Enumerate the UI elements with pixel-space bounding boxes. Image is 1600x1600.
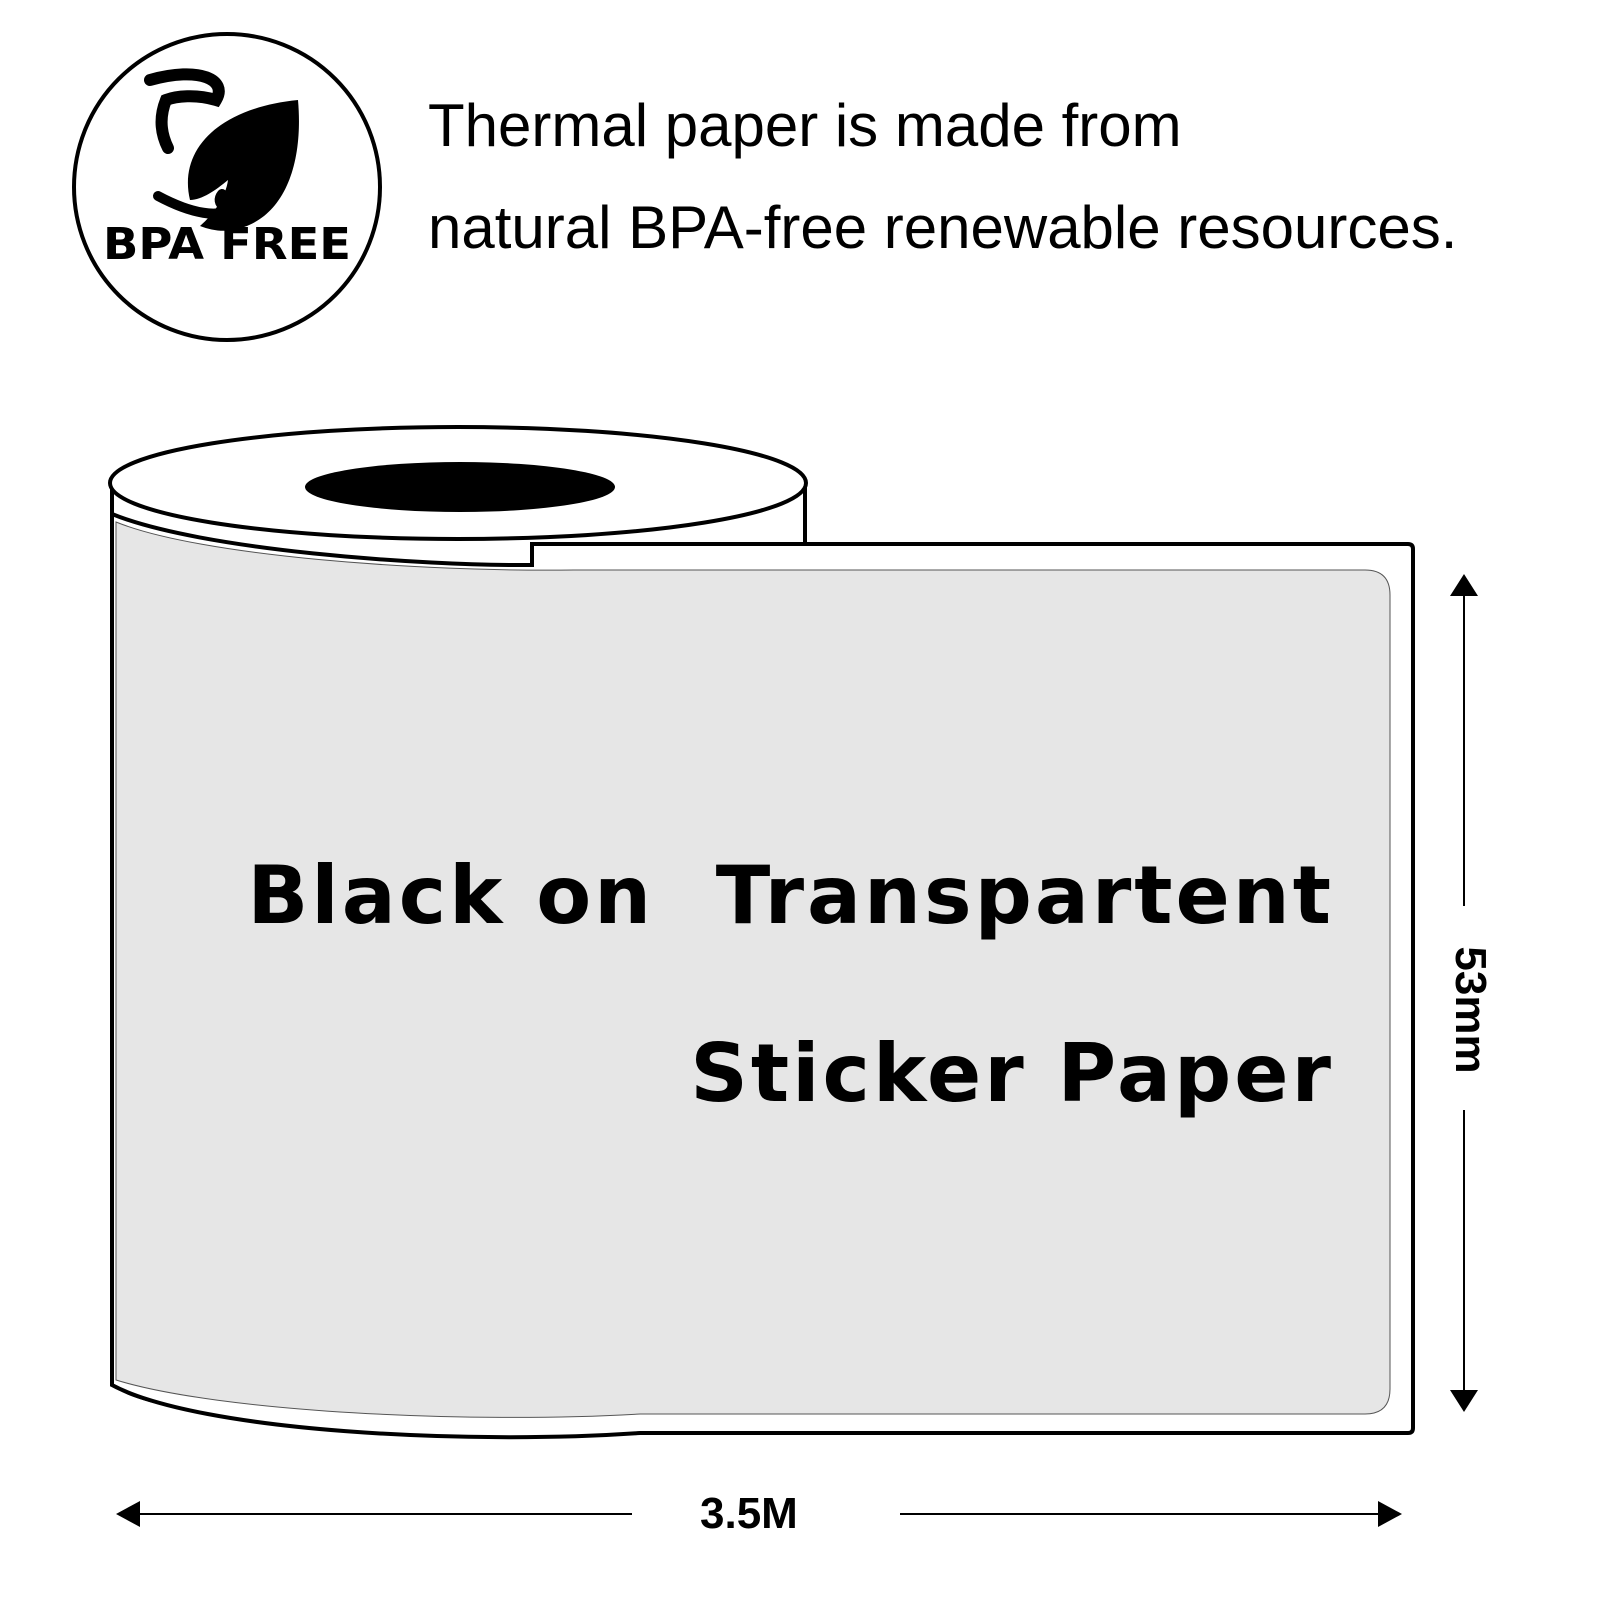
length-dimension xyxy=(116,1501,1402,1527)
sticker-label xyxy=(115,521,1391,1418)
product-title-line-1: Black on Transpartent xyxy=(247,849,1334,942)
headline-line-1: Thermal paper is made from xyxy=(428,92,1182,159)
headline-line-2: natural BPA-free renewable resources. xyxy=(428,194,1458,261)
height-label: 53mm xyxy=(1446,946,1495,1074)
length-label: 3.5M xyxy=(700,1489,798,1538)
bpa-free-badge: BPA FREE xyxy=(72,32,382,342)
height-dimension xyxy=(1450,574,1478,1412)
sticker-roll xyxy=(108,425,1415,1440)
leaf-icon xyxy=(144,68,299,231)
product-title-line-2: Sticker Paper xyxy=(690,1027,1334,1120)
roll-core xyxy=(305,462,615,512)
arrow-left-icon xyxy=(116,1501,140,1527)
arrow-right-icon xyxy=(1378,1501,1402,1527)
arrow-up-icon xyxy=(1450,574,1478,596)
arrow-down-icon xyxy=(1450,1390,1478,1412)
badge-label: BPA FREE xyxy=(103,219,351,270)
